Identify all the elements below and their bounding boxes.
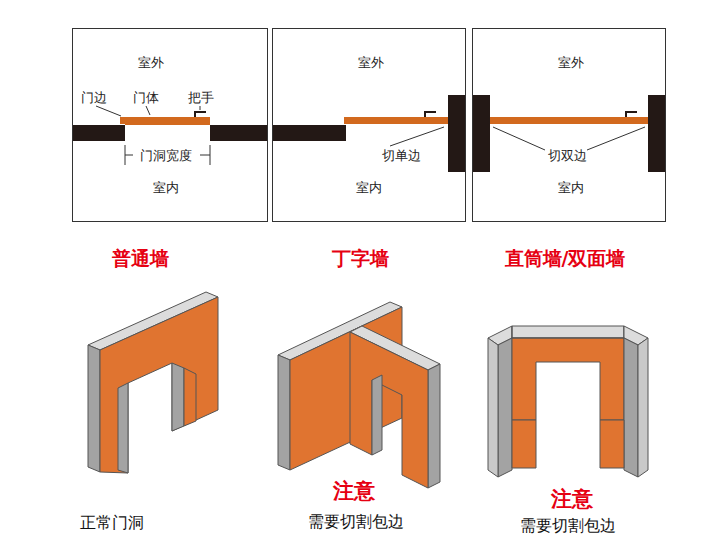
panel-text: 室内: [356, 180, 382, 196]
plan-panel: 室外门边 门体 把手门洞宽度室内: [72, 28, 268, 222]
panel-text: 门洞宽度: [140, 148, 192, 164]
panel-text: 室外: [558, 55, 584, 71]
note-text: 需要切割包边: [520, 517, 616, 536]
note-text: 正常门洞: [80, 513, 144, 532]
panel-text: 切双边: [548, 148, 587, 164]
panel-text: 把手: [188, 90, 214, 106]
panel-text: 门体: [133, 90, 159, 106]
note-text: 需要切割包边: [308, 512, 404, 531]
panel-text: 门边: [81, 90, 107, 106]
note-text: 注意: [333, 479, 375, 504]
wall-type-title: 丁字墙: [332, 247, 389, 270]
wall-type-title: 直筒墙/双面墙: [505, 247, 626, 270]
plan-views: [72, 95, 666, 172]
panel-text: 室外: [138, 55, 164, 71]
panel-text: 室内: [153, 180, 179, 196]
plan-panel: 室外切双边室内: [472, 28, 666, 222]
wall-type-title: 普通墙: [112, 247, 169, 270]
note-text: 注意: [551, 487, 593, 512]
panel-text: 室内: [558, 180, 584, 196]
panel-text: 室外: [358, 55, 384, 71]
iso-walls: [88, 292, 648, 488]
plan-panel: 室外切单边室内: [272, 28, 466, 222]
panel-text: 切单边: [382, 148, 421, 164]
